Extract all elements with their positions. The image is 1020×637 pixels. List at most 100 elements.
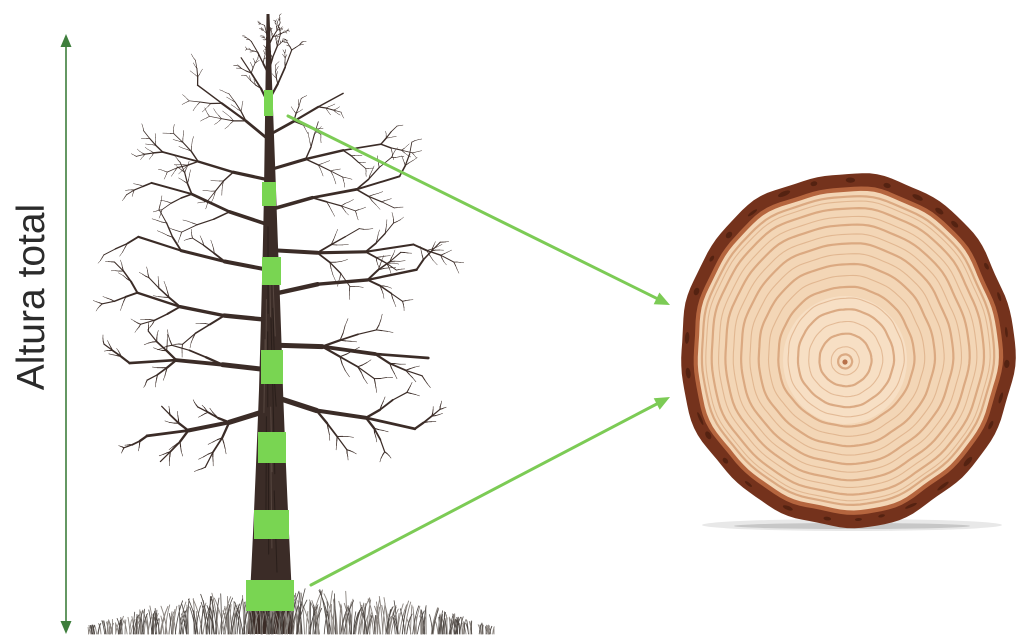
tree-branch (216, 112, 219, 115)
tree-branch (142, 156, 144, 158)
tree-branch (155, 383, 156, 387)
tree-branch (386, 224, 387, 229)
tree-branch (415, 156, 416, 158)
tree-branch (444, 262, 446, 265)
tree-branch (233, 172, 269, 180)
tree-branch (375, 354, 428, 358)
pointer-arrow-top (288, 116, 670, 305)
tree-branch (148, 271, 149, 275)
tree-branch (411, 394, 415, 395)
tree-branch (211, 180, 215, 181)
tree-branch (190, 170, 191, 175)
tree-branch (183, 333, 196, 344)
tree-branch (133, 192, 134, 194)
tree-branch (454, 262, 456, 266)
tree-branch (117, 349, 119, 352)
tree-branch (199, 457, 204, 459)
tree-branch (98, 261, 100, 264)
tree-branch (193, 63, 194, 65)
pith (842, 359, 847, 364)
tree-branch (382, 202, 395, 208)
tree-branch (102, 255, 104, 258)
tree-branch (384, 286, 388, 287)
tree-branch (403, 159, 404, 162)
tree-branch (251, 73, 261, 89)
tree-branch (156, 379, 157, 383)
tree-branch (343, 150, 351, 155)
tree-branch (332, 104, 335, 105)
tree-branch (180, 307, 224, 316)
tree-branch (212, 198, 214, 202)
tree-branch (137, 327, 139, 330)
tree-branch (208, 114, 210, 117)
tree-branch (415, 423, 424, 429)
tree-branch (415, 395, 419, 396)
sample-band (254, 510, 289, 539)
tree-branch (444, 407, 446, 408)
tree-branch (372, 201, 376, 205)
tree-branch (395, 374, 398, 379)
tree-branch (333, 175, 335, 179)
tree (93, 14, 464, 634)
tree-branch (311, 134, 314, 147)
tree-branch (343, 244, 349, 245)
tree-branch (282, 27, 283, 28)
tree-branch (457, 270, 459, 274)
tree-branch (342, 260, 348, 262)
tree-branch (355, 211, 356, 214)
tree-branch (305, 128, 307, 131)
tree-branch (327, 110, 329, 112)
tree-branch (148, 149, 151, 151)
tree-branch (375, 433, 376, 438)
tree-branch (131, 319, 134, 321)
tree-branch (433, 245, 434, 248)
tree-branch (109, 354, 113, 355)
tree-branch (309, 137, 310, 142)
tree-branch (378, 230, 379, 234)
tree-branch (181, 451, 182, 456)
tree-branch (194, 402, 196, 404)
tree-branch (161, 170, 164, 171)
tree-branch (183, 95, 185, 97)
tree-branch (276, 68, 277, 70)
tree-branch (348, 437, 354, 438)
tree-branch (410, 367, 415, 369)
tree-branch (378, 264, 379, 267)
tree-branch (306, 159, 319, 165)
tree-branch (292, 48, 296, 51)
tree-branch (278, 67, 285, 84)
tree-branch (394, 250, 396, 254)
tree-branch (392, 369, 395, 374)
tree-branch (188, 221, 193, 223)
tree-branch (351, 156, 358, 163)
tree-branch (444, 252, 448, 254)
tree-branch (249, 39, 251, 41)
tree-branch (143, 126, 144, 128)
tree-branch (283, 50, 284, 51)
tree-branch (254, 60, 255, 62)
tree-branch (147, 375, 157, 381)
tree-branch (338, 107, 340, 108)
tree-branch (145, 383, 146, 386)
tree-branch (344, 181, 345, 184)
tree-branch (355, 210, 358, 211)
tree-branch (198, 85, 222, 103)
tree-branch (163, 233, 168, 236)
tree-branch (201, 119, 204, 121)
tree-branch (433, 261, 437, 265)
tree-branch (330, 262, 341, 273)
tree-branch (332, 212, 335, 217)
tree-branch (132, 194, 133, 196)
tree-branch (140, 436, 147, 441)
tree-branch (122, 451, 123, 453)
tree-branch (190, 238, 193, 239)
tree-branch (376, 205, 380, 209)
tree-branch (142, 124, 143, 126)
tree-branch (389, 456, 391, 458)
tree-branch (208, 442, 213, 444)
tree-branch (275, 37, 276, 40)
tree-branch (124, 271, 132, 281)
tree-branch (394, 302, 396, 306)
tree-branch (362, 363, 366, 365)
tree-branch (161, 196, 162, 201)
